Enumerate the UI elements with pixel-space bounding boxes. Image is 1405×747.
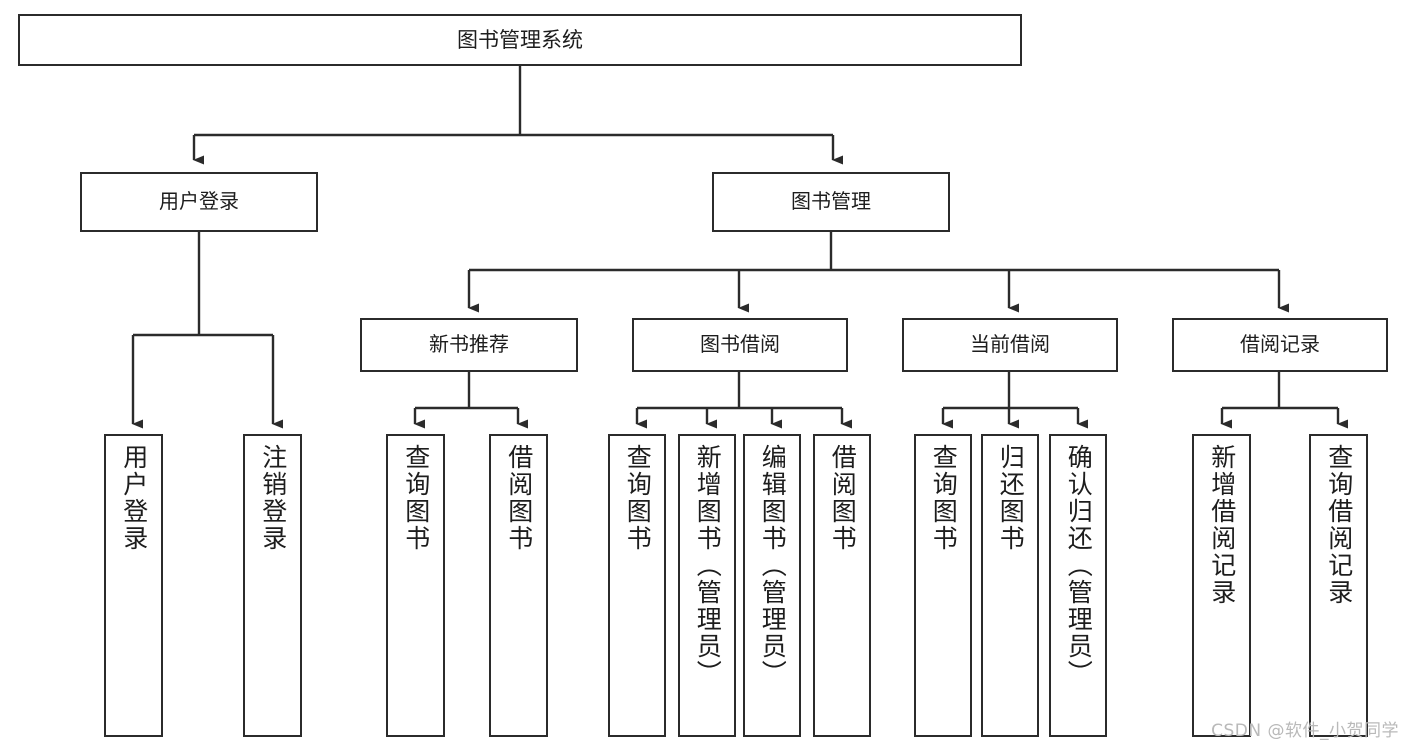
node-root-label: 图书管理系统 <box>457 27 583 52</box>
leaf-borrow-query-book-label: 查询图书 <box>623 444 653 552</box>
node-user-login-label: 用户登录 <box>159 189 239 214</box>
leaf-new-book-query[interactable]: 查询图书 <box>386 434 445 737</box>
node-root[interactable]: 图书管理系统 <box>18 14 1022 66</box>
node-borrow-record-label: 借阅记录 <box>1240 332 1320 357</box>
leaf-borrow-edit-book-label: 编辑图书（管理员） <box>758 444 788 687</box>
leaf-current-return-book-label: 归还图书 <box>996 444 1026 552</box>
leaf-borrow-borrow-book-label: 借阅图书 <box>828 444 858 552</box>
leaf-user-login-signin-label: 用户登录 <box>119 444 149 552</box>
node-book-management[interactable]: 图书管理 <box>712 172 950 232</box>
leaf-user-login-signout[interactable]: 注销登录 <box>243 434 302 737</box>
leaf-borrow-add-book-label: 新增图书（管理员） <box>693 444 723 687</box>
leaf-user-login-signout-label: 注销登录 <box>258 444 288 552</box>
node-current-borrow-label: 当前借阅 <box>970 332 1050 357</box>
leaf-record-query-label: 查询借阅记录 <box>1324 444 1354 606</box>
leaf-current-query-book-label: 查询图书 <box>929 444 959 552</box>
leaf-user-login-signin[interactable]: 用户登录 <box>104 434 163 737</box>
leaf-current-confirm-return-label: 确认归还（管理员） <box>1064 444 1094 687</box>
leaf-current-return-book[interactable]: 归还图书 <box>981 434 1039 737</box>
leaf-borrow-edit-book[interactable]: 编辑图书（管理员） <box>743 434 801 737</box>
leaf-borrow-query-book[interactable]: 查询图书 <box>608 434 666 737</box>
node-new-book-recommend-label: 新书推荐 <box>429 332 509 357</box>
node-borrow-record[interactable]: 借阅记录 <box>1172 318 1388 372</box>
node-book-borrow[interactable]: 图书借阅 <box>632 318 848 372</box>
leaf-borrow-borrow-book[interactable]: 借阅图书 <box>813 434 871 737</box>
node-new-book-recommend[interactable]: 新书推荐 <box>360 318 578 372</box>
node-user-login[interactable]: 用户登录 <box>80 172 318 232</box>
node-book-management-label: 图书管理 <box>791 189 871 214</box>
leaf-current-confirm-return[interactable]: 确认归还（管理员） <box>1049 434 1107 737</box>
leaf-record-query[interactable]: 查询借阅记录 <box>1309 434 1368 737</box>
leaf-borrow-add-book[interactable]: 新增图书（管理员） <box>678 434 736 737</box>
leaf-new-book-borrow[interactable]: 借阅图书 <box>489 434 548 737</box>
leaf-new-book-query-label: 查询图书 <box>401 444 431 552</box>
node-current-borrow[interactable]: 当前借阅 <box>902 318 1118 372</box>
leaf-current-query-book[interactable]: 查询图书 <box>914 434 972 737</box>
leaf-record-add-label: 新增借阅记录 <box>1207 444 1237 606</box>
leaf-new-book-borrow-label: 借阅图书 <box>504 444 534 552</box>
leaf-record-add[interactable]: 新增借阅记录 <box>1192 434 1251 737</box>
node-book-borrow-label: 图书借阅 <box>700 332 780 357</box>
csdn-watermark: CSDN @软件_小贺同学 <box>1211 721 1399 741</box>
